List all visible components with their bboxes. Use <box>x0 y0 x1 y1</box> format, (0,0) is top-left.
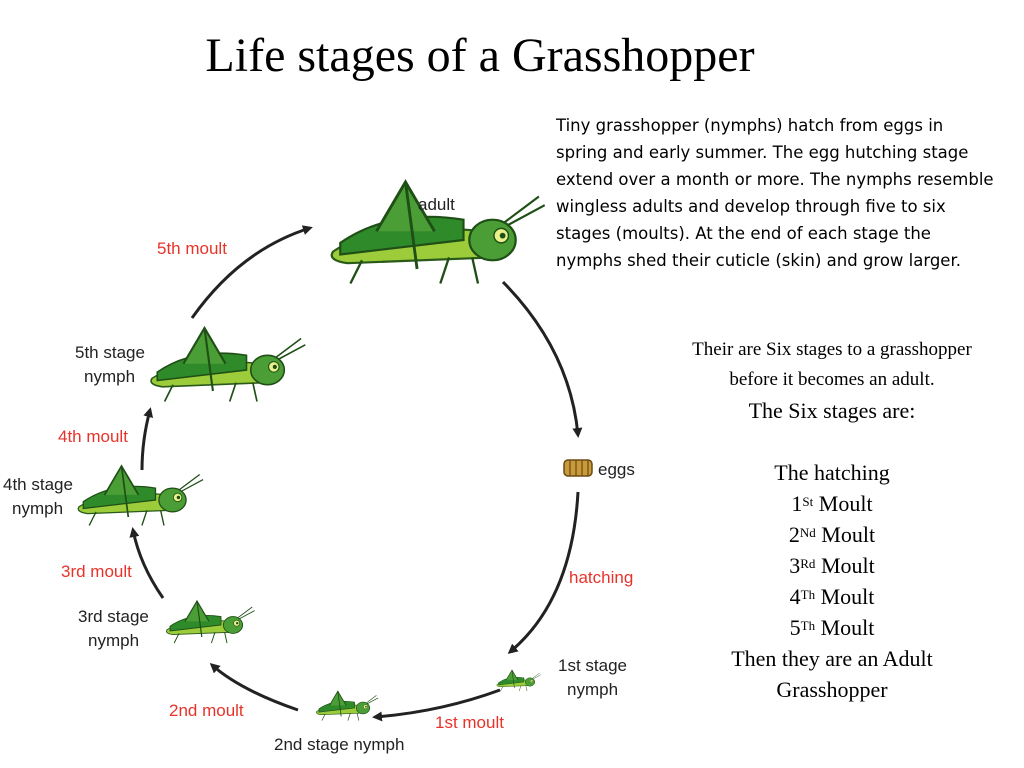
stage-moult-4: 4Th Moult <box>789 584 875 609</box>
label-first-stage-line-1: 1st stage <box>558 656 627 675</box>
arrow-eggs-to-first <box>507 491 580 654</box>
arrow-fifth-to-adult <box>190 225 313 319</box>
label-fifth-moult: 5th moult <box>157 239 227 258</box>
page-title: Life stages of a Grasshopper <box>205 29 755 82</box>
label-second-stage: 2nd stage nymph <box>274 735 404 754</box>
arrow-fourth-to-fifth <box>140 407 154 471</box>
arrow-third-to-fourth <box>129 527 165 599</box>
fourth-stage-nymph <box>77 465 204 527</box>
label-third-stage-line-2: nymph <box>88 631 139 650</box>
arrow-first-to-second <box>372 688 501 722</box>
label-third-moult: 3rd moult <box>61 562 132 581</box>
label-fourth-stage-line-1: 4th stage <box>3 475 73 494</box>
label-fourth-moult: 4th moult <box>58 427 128 446</box>
arrow-second-to-third <box>209 663 299 712</box>
stages-end-line-1: Then they are an Adult <box>731 646 933 671</box>
fifth-stage-nymph <box>150 326 307 403</box>
label-fifth-stage-line-1: 5th stage <box>75 343 145 362</box>
label-first-stage-line-2: nymph <box>567 680 618 699</box>
label-third-stage-line-1: 3rd stage <box>78 607 149 626</box>
label-fourth-stage-line-2: nymph <box>12 499 63 518</box>
stage-moult-3: 3Rd Moult <box>789 553 875 578</box>
stages-end-line-2: Grasshopper <box>776 677 888 702</box>
stages-intro-line-2: before it becomes an adult. <box>729 369 935 390</box>
arrow-adult-to-eggs <box>501 280 583 438</box>
stage-moult-1: 1St Moult <box>791 491 873 516</box>
third-stage-nymph <box>165 600 256 644</box>
intro-paragraph: Tiny grasshopper (nymphs) hatch from egg… <box>556 116 994 270</box>
first-stage-nymph <box>496 669 542 692</box>
label-eggs: eggs <box>598 460 635 479</box>
stage-moult-5: 5Th Moult <box>789 615 875 640</box>
stages-intro-line-1: Their are Six stages to a grasshopper <box>692 339 972 360</box>
eggs-cluster <box>563 459 593 477</box>
second-stage-nymph <box>316 690 379 722</box>
label-second-moult: 2nd moult <box>169 701 244 720</box>
label-fifth-stage-line-2: nymph <box>84 367 135 386</box>
label-adult: adult <box>418 195 455 214</box>
stage-hatching: The hatching <box>774 460 890 485</box>
stages-list: Their are Six stages to a grasshopper be… <box>646 335 1018 705</box>
stage-moult-2: 2Nd Moult <box>788 522 876 547</box>
label-first-moult: 1st moult <box>435 713 504 732</box>
stages-heading: The Six stages are: <box>748 398 916 423</box>
label-hatching: hatching <box>569 568 633 587</box>
